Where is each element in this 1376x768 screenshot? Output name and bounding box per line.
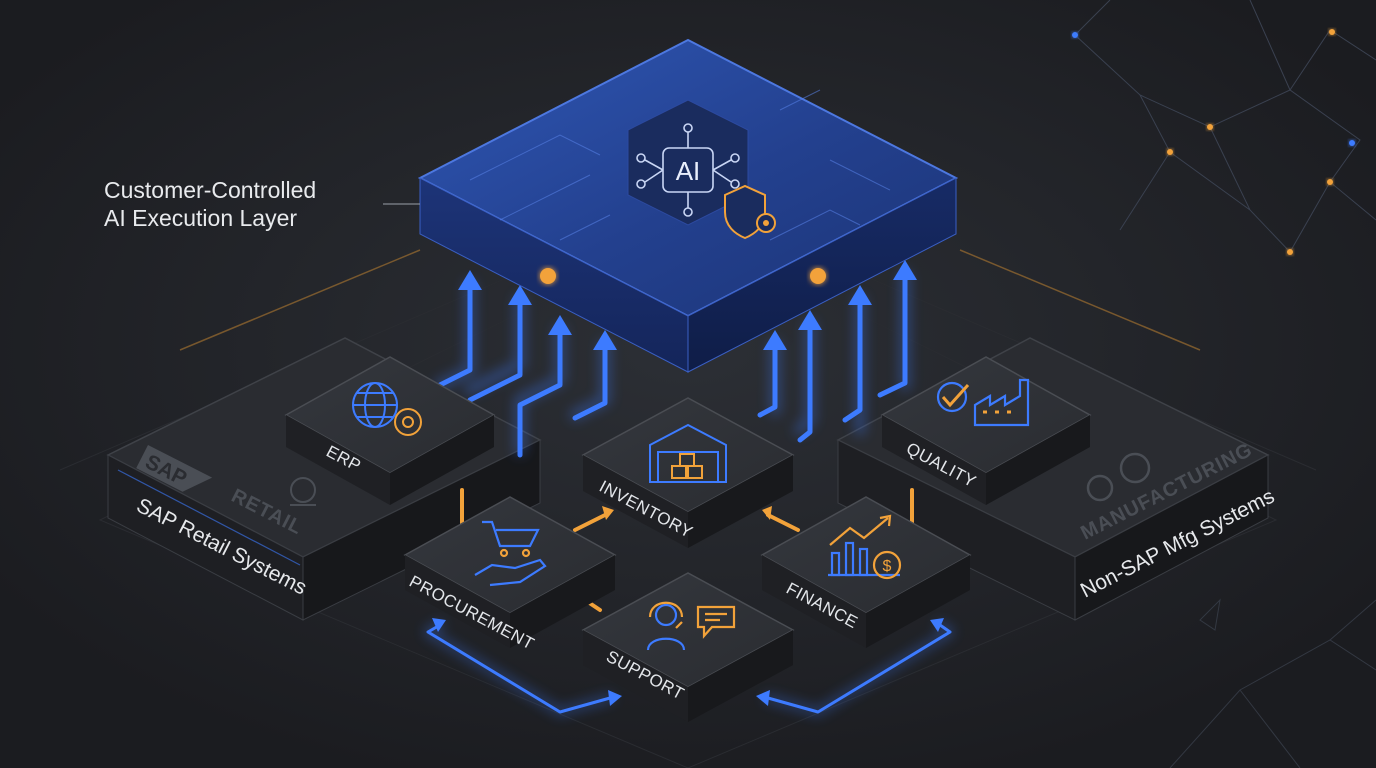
module-erp: ERP [284,356,496,505]
ai-badge: AI [676,156,701,186]
module-finance: $ FINANCE [760,496,972,648]
ai-network-icon [636,123,740,217]
module-quality: QUALITY [880,356,1092,505]
headset-chat-icon [646,601,736,651]
feedback-loops [424,621,954,716]
ai-execution-hub: AI [417,38,959,373]
globe-gear-icon [352,382,422,436]
cart-hand-icon [474,520,547,587]
orange-connectors [460,488,914,612]
flow-arrow-7 [842,297,863,423]
flow-arrow-6 [797,322,813,443]
warehouse-icon [649,423,727,483]
hub-connector-left [540,268,556,284]
network-nodes [1072,29,1355,255]
data-flow-arrows [434,260,917,458]
flow-arrow-4 [572,342,608,421]
bulb-gear-icon [290,477,316,506]
loop-right [766,623,952,714]
loop-left [426,623,612,714]
loop-arrowheads [432,618,944,706]
flow-arrow-1 [437,282,473,388]
flow-arrow-5 [757,342,778,418]
title-callout: Customer-Controlled AI Execution Layer [104,177,420,231]
shield-gear-icon [724,184,776,240]
flow-arrow-3 [517,327,563,458]
gears-icon [1086,452,1151,502]
hub-connector-right [810,268,826,284]
floor-trails [179,249,1201,351]
svg-text:$: $ [883,558,892,575]
module-support: SUPPORT [581,572,795,722]
title-line-2: AI Execution Layer [104,205,297,231]
network-decoration-bottom [1169,598,1376,768]
checkmark-factory-icon [936,378,1030,427]
flow-arrow-2 [467,297,523,403]
flow-arrow-8 [877,272,908,398]
chart-dollar-icon: $ [828,514,902,580]
title-line-1: Customer-Controlled [104,177,316,203]
circuit-traces [469,89,891,241]
